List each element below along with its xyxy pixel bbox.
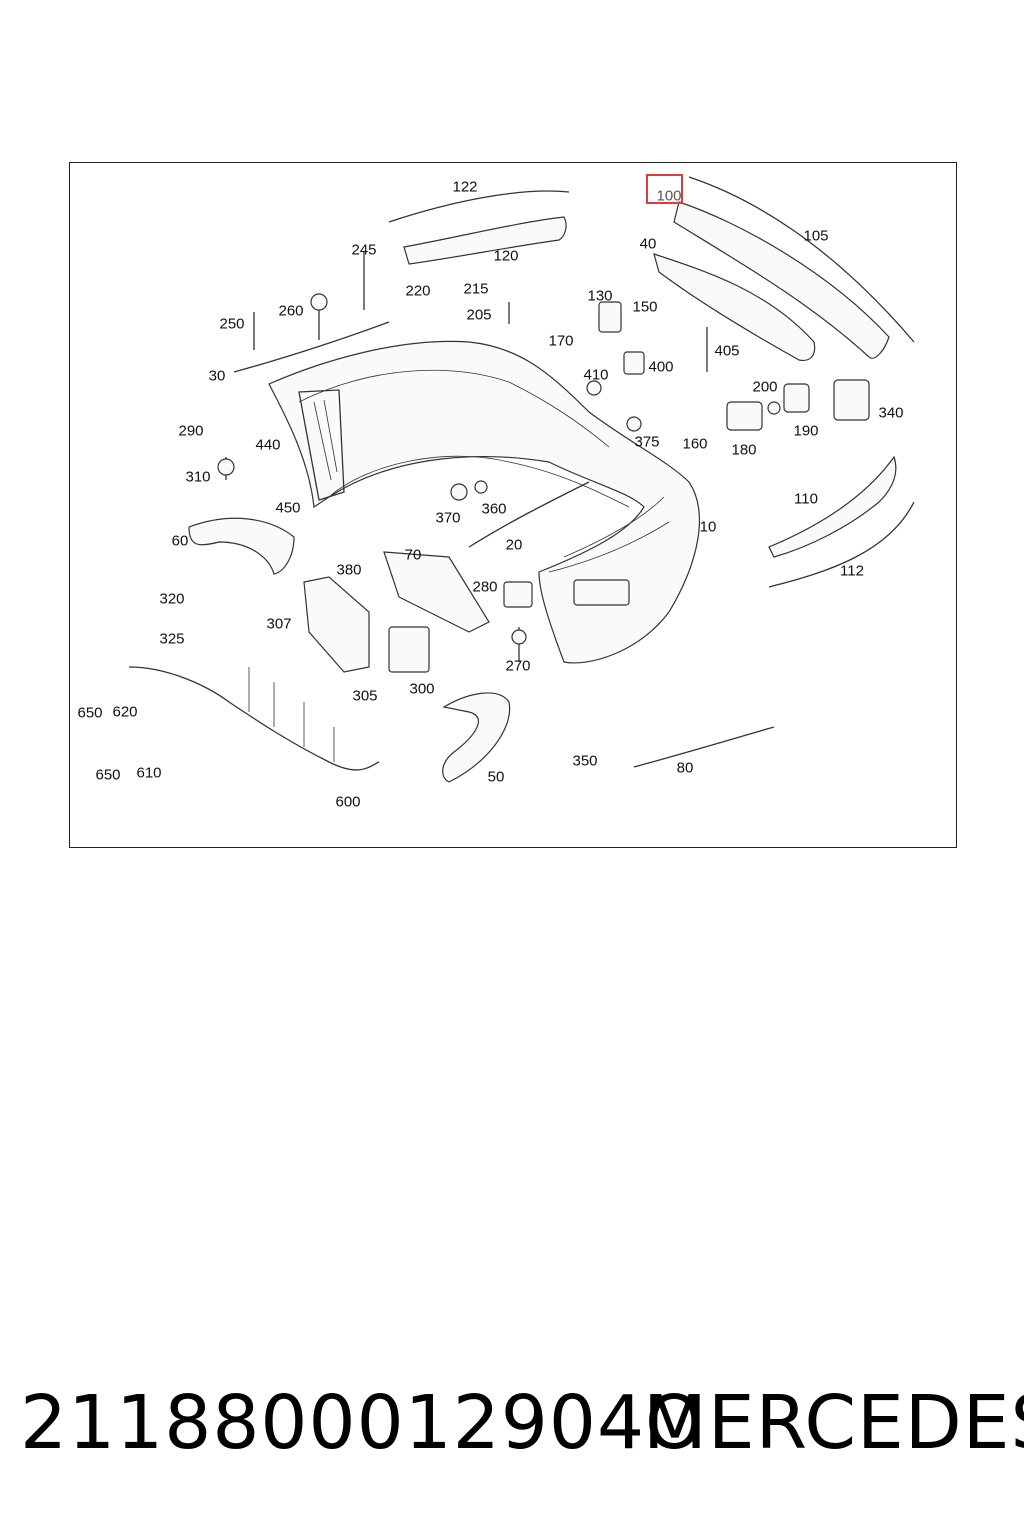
label-370: 370 (435, 509, 461, 527)
label-30: 30 (208, 367, 226, 385)
label-340: 340 (878, 404, 904, 422)
label-200: 200 (752, 378, 778, 396)
label-310: 310 (185, 468, 211, 486)
label-270: 270 (505, 657, 531, 675)
label-245: 245 (351, 241, 377, 259)
label-110: 110 (794, 490, 818, 508)
label-360: 360 (481, 500, 507, 518)
label-260: 260 (278, 302, 304, 320)
label-280: 280 (472, 578, 498, 596)
label-325: 325 (159, 630, 185, 648)
label-150: 150 (632, 298, 658, 316)
label-307: 307 (266, 615, 292, 633)
label-400: 400 (648, 358, 674, 376)
label-440: 440 (255, 436, 281, 454)
label-180: 180 (731, 441, 757, 459)
label-380: 380 (336, 561, 362, 579)
label-105: 105 (803, 227, 829, 245)
label-215: 215 (463, 280, 489, 298)
label-450: 450 (275, 499, 301, 517)
label-650-bottom: 650 (95, 766, 121, 784)
label-320: 320 (159, 590, 185, 608)
label-250: 250 (219, 315, 245, 333)
label-190: 190 (793, 422, 819, 440)
footer: 2118800012904O MERCEDES (0, 1380, 1024, 1470)
label-50: 50 (487, 768, 505, 786)
label-375: 375 (634, 433, 660, 451)
label-410: 410 (583, 366, 609, 384)
label-350: 350 (572, 752, 598, 770)
part-number: 2118800012904O (20, 1380, 705, 1466)
label-650-top: 650 (77, 704, 103, 722)
label-610: 610 (136, 764, 162, 782)
label-170: 170 (548, 332, 574, 350)
label-20: 20 (505, 536, 523, 554)
label-620: 620 (112, 703, 138, 721)
label-305: 305 (352, 687, 378, 705)
label-130: 130 (587, 287, 613, 305)
label-40: 40 (639, 235, 657, 253)
label-600: 600 (335, 793, 361, 811)
label-122: 122 (452, 178, 478, 196)
label-120: 120 (493, 247, 519, 265)
parts-exploded-diagram (128, 176, 915, 783)
highlight-box (646, 174, 683, 204)
label-112: 112 (840, 562, 864, 580)
label-205: 205 (466, 306, 492, 324)
label-160: 160 (682, 435, 708, 453)
label-100-highlighted[interactable]: 100 (656, 187, 682, 205)
label-405: 405 (714, 342, 740, 360)
label-220: 220 (405, 282, 431, 300)
label-10: 10 (699, 518, 717, 536)
label-290: 290 (178, 422, 204, 440)
label-300: 300 (409, 680, 435, 698)
label-60: 60 (171, 532, 189, 550)
label-70: 70 (404, 546, 422, 564)
brand-name: MERCEDES (643, 1380, 1024, 1466)
label-80: 80 (676, 759, 694, 777)
